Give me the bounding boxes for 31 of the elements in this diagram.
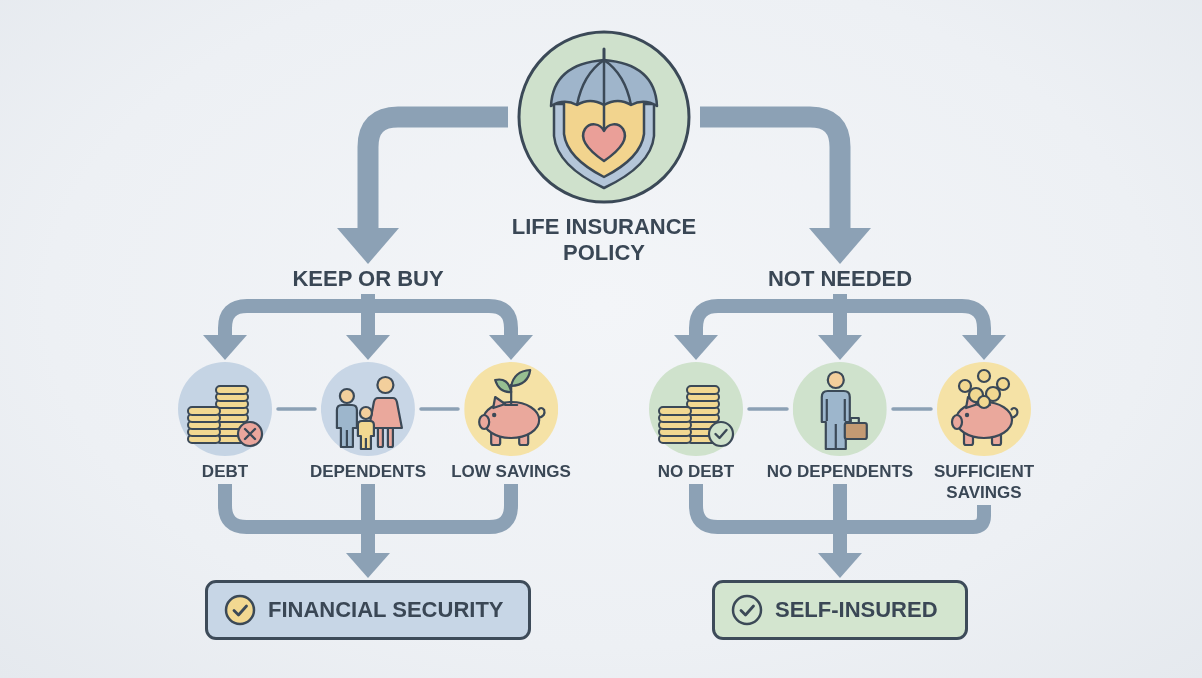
connector-line <box>689 484 833 534</box>
category-label: DEPENDENTS <box>309 461 427 482</box>
arrow <box>375 299 533 360</box>
category-label: SUFFICIENT SAVINGS <box>932 461 1036 503</box>
connector-line <box>847 505 991 534</box>
connector-line <box>375 484 518 534</box>
outcome-box <box>712 580 968 640</box>
connector-line <box>276 407 317 411</box>
arrow <box>818 294 862 360</box>
category-label: NO DEBT <box>657 461 735 482</box>
connector-line <box>747 407 789 411</box>
arrow <box>818 484 862 578</box>
arrow <box>847 299 1006 360</box>
category-label: LOW SAVINGS <box>451 461 571 482</box>
arrow <box>700 106 871 264</box>
connector-line <box>218 484 361 534</box>
branch-label: KEEP OR BUY <box>292 266 444 292</box>
category-label: DEBT <box>201 461 249 482</box>
arrow <box>674 299 833 360</box>
arrow <box>346 484 390 578</box>
outcome-label: SELF-INSURED <box>775 597 938 623</box>
arrow <box>346 294 390 360</box>
category-label: NO DEPENDENTS <box>766 461 914 482</box>
branch-label: NOT NEEDED <box>767 266 913 292</box>
arrow <box>203 299 361 360</box>
connector-line <box>891 407 933 411</box>
outcome-label: FINANCIAL SECURITY <box>268 597 504 623</box>
policy-label: LIFE INSURANCE POLICY <box>510 214 698 266</box>
outcome-box <box>205 580 531 640</box>
connector-line <box>419 407 460 411</box>
arrow <box>337 106 508 264</box>
